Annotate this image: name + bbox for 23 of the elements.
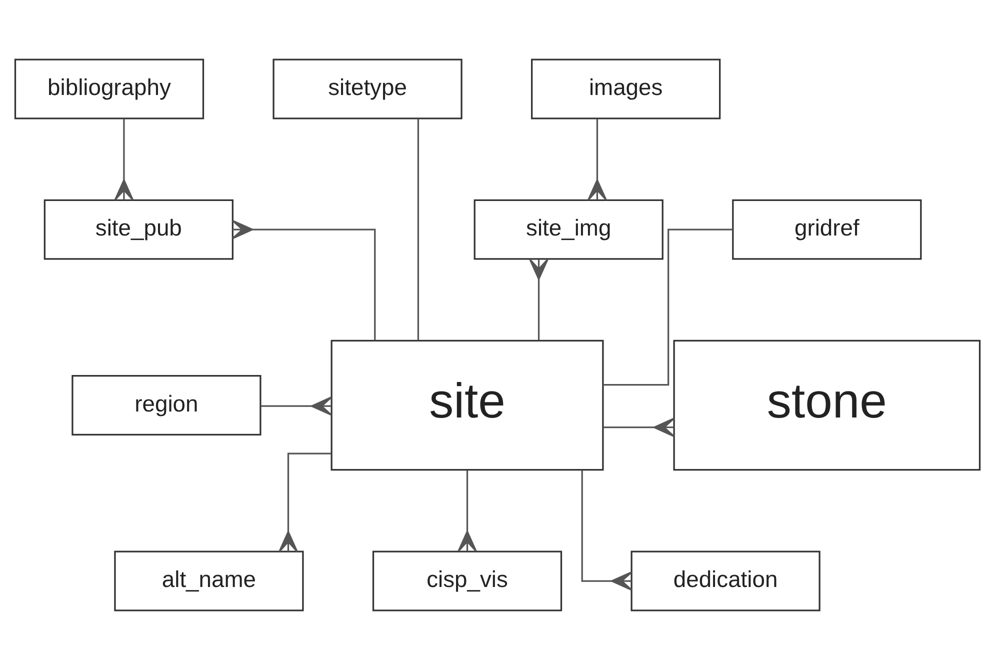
connector [232,220,376,340]
connector [260,396,332,416]
connector [588,118,607,201]
node-box: alt_name [114,550,304,612]
connector [603,228,733,386]
node-box: dedication [630,550,820,612]
connector [529,258,548,340]
node-box: site_img [474,199,664,260]
node-box: images [531,58,721,120]
connector [417,118,420,340]
node-box: bibliography [14,58,204,120]
connector [114,118,134,201]
node-box: site_pub [44,199,234,260]
connector [458,470,477,552]
connector [603,418,675,438]
node-box: cisp_vis [372,550,562,612]
connector [278,452,332,552]
node-box: region [72,375,262,436]
connector [581,470,632,591]
node-box: sitetype [272,58,462,120]
node-box: stone [673,340,981,471]
node-box: gridref [732,199,922,260]
node-box: site [330,340,604,471]
